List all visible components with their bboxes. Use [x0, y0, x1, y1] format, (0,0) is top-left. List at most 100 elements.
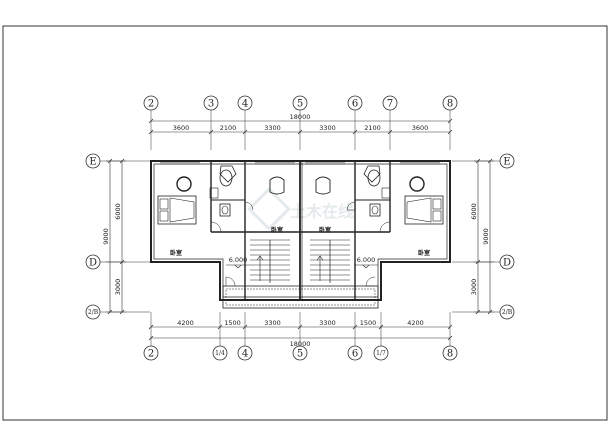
left-axis-bubble-label: 2/B	[88, 309, 99, 316]
right-bed-pillow	[432, 210, 442, 222]
top-axis-bubble-label: 7	[387, 99, 393, 110]
top-segment-dim: 3600	[173, 124, 190, 132]
bottom-segment-dim: 3300	[319, 319, 336, 327]
bottom-axis-bubble-label: 5	[297, 349, 303, 360]
bottom-segment-dim: 1500	[360, 319, 377, 327]
right-bath-toilet-bowl	[371, 205, 379, 215]
bottom-tick	[447, 335, 453, 341]
bottom-tick	[148, 335, 154, 341]
right-bed	[404, 176, 444, 225]
exterior-wall	[150, 160, 451, 301]
left-bed	[157, 176, 197, 225]
right-bedroom-door	[379, 221, 391, 233]
top-tick	[447, 118, 453, 124]
top-segment-dim: 3300	[319, 124, 336, 132]
right-bath-bathtub	[367, 169, 381, 187]
top-axis-bubble-label: 2	[148, 99, 154, 110]
left-axis-bubble-label: D	[89, 258, 97, 269]
right-axis-bubble-label: 2/B	[502, 309, 513, 316]
left-bed-chair	[176, 176, 192, 192]
top-tick	[148, 129, 154, 135]
bottom-tick	[217, 324, 223, 330]
top-axis-bubble-label: 3	[208, 99, 214, 110]
right-axis-bubble-label: E	[503, 157, 510, 168]
bottom-axis-bubble-circle	[143, 345, 159, 361]
bottom-axis-bubble-label: 6	[352, 349, 358, 360]
top-segment-dim: 3600	[412, 124, 429, 132]
left-bed-duvet	[169, 197, 195, 223]
left-lounge-chair	[269, 176, 285, 195]
bottom-segment-dim: 4200	[407, 319, 424, 327]
left-stair-arrow	[256, 255, 264, 281]
bottom-tick	[242, 324, 248, 330]
left-overall-dim: 9000	[102, 228, 110, 245]
bottom-segment-dim: 3300	[264, 319, 281, 327]
right-bath-shower	[363, 165, 381, 183]
left-balcony-door	[225, 276, 236, 287]
bottom-tick	[352, 324, 358, 330]
bottom-axis-bubble-circle	[373, 345, 389, 361]
bottom-axis-bubble-label: 8	[447, 349, 453, 360]
bottom-axis-bubble-circle	[292, 345, 308, 361]
right-lounge-chair	[315, 176, 331, 195]
bottom-axis-bubble-circle	[442, 345, 458, 361]
right-axis-bubble-circle	[499, 153, 515, 169]
left-bath-toilet-bowl	[221, 205, 229, 215]
bottom-tick	[297, 324, 303, 330]
bottom-tick	[447, 324, 453, 330]
left-bed-pillow	[159, 210, 169, 222]
bottom-tick	[378, 324, 384, 330]
left-bath-toilet-tank	[219, 203, 231, 217]
left-axis-bubble-circle	[85, 304, 101, 320]
level-mark-symbol	[354, 264, 378, 269]
right-segment-dim: 6000	[470, 203, 478, 220]
top-tick	[447, 129, 453, 135]
left-axis-bubble-circle	[85, 153, 101, 169]
top-tick	[352, 129, 358, 135]
right-bed-pillow	[432, 198, 442, 210]
left-bed-frame	[157, 195, 197, 225]
right-axis-bubble-label: D	[503, 258, 511, 269]
right-segment-dim: 3000	[470, 279, 478, 296]
left-segment-dim: 3000	[114, 279, 122, 296]
top-axis-bubble-label: 5	[297, 99, 303, 110]
top-axis-bubble-circle	[203, 95, 219, 111]
right-bed-frame	[404, 195, 444, 225]
top-segment-dim: 3300	[264, 124, 281, 132]
left-bath-door	[244, 201, 254, 211]
top-axis-bubble-label: 4	[242, 99, 248, 110]
level-mark-symbol	[226, 264, 250, 269]
bottom-segment-dim: 4200	[177, 319, 194, 327]
top-axis-bubble-circle	[347, 95, 363, 111]
bottom-axis-bubble-label: 1/7	[376, 350, 386, 357]
top-axis-bubble-circle	[382, 95, 398, 111]
top-axis-bubble-label: 6	[352, 99, 358, 110]
balcony-rail	[222, 285, 379, 309]
left-bath-sink	[209, 187, 219, 199]
right-bath	[363, 165, 391, 217]
right-bath-toilet-tank	[369, 203, 381, 217]
watermark-text: 土木在线	[290, 202, 354, 221]
top-axis-bubble-circle	[143, 95, 159, 111]
room-label: 卧室	[170, 249, 182, 257]
right-axis-bubble-circle	[499, 304, 515, 320]
top-tick	[242, 129, 248, 135]
right-balcony-door	[365, 276, 376, 287]
bottom-axis-bubble-label: 4	[242, 349, 248, 360]
right-overall-dim: 9000	[482, 228, 490, 245]
top-tick	[148, 118, 154, 124]
bottom-axis-bubble-circle	[237, 345, 253, 361]
room-label: 卧室	[271, 226, 283, 234]
right-stair-arrow	[316, 255, 324, 281]
left-bath-shower	[219, 165, 237, 183]
right-bed-chair	[409, 176, 425, 192]
balcony-inner	[225, 288, 376, 306]
left-axis-bubble-label: E	[89, 157, 96, 168]
top-axis-bubble-circle	[237, 95, 253, 111]
top-segment-dim: 2100	[220, 124, 237, 132]
left-axis-bubble-circle	[85, 254, 101, 270]
level-mark: 6.000	[357, 256, 376, 264]
room-label: 卧室	[319, 226, 331, 234]
